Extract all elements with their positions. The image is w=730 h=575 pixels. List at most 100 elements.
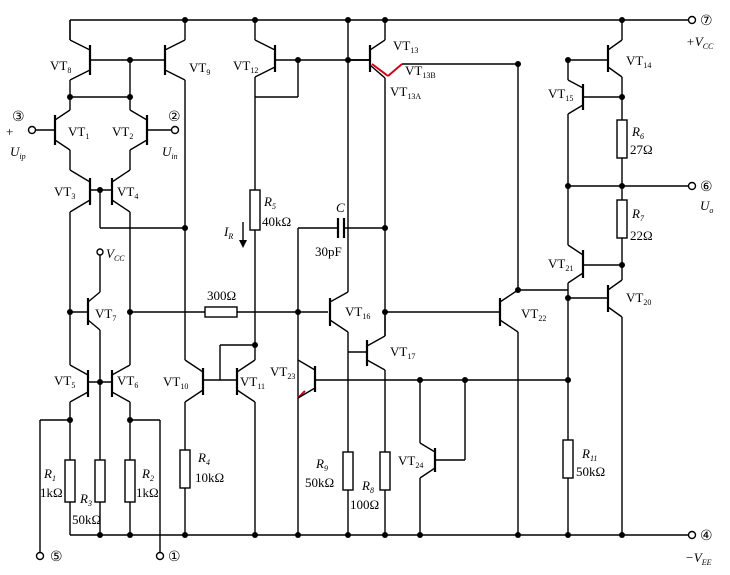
label-capacitor-name: C: [336, 200, 345, 215]
pin-6-label: Uo: [700, 198, 713, 215]
pin-6-number: ⑥: [700, 179, 713, 195]
pin-3-label: Uip: [10, 144, 26, 161]
label-vt2: VT2: [112, 124, 133, 141]
vt13b-collector: [371, 63, 389, 77]
label-vt7: VT7: [95, 306, 116, 323]
transistor-vt11: [235, 359, 256, 403]
label-current-ir: IR: [223, 224, 233, 241]
transistor-vt20: [568, 265, 623, 318]
pin-5-number: ⑤: [50, 549, 63, 565]
resistor-r8: [379, 451, 391, 491]
resistor-r6: [616, 119, 628, 159]
label-r11-value: 50kΩ: [576, 464, 605, 479]
transistor-vt10: [184, 359, 205, 403]
pin-6-terminal[interactable]: [687, 181, 697, 191]
label-r9-value: 50kΩ: [305, 475, 334, 490]
pin-2-label: Uin: [162, 144, 178, 161]
label-vt5: VT5: [54, 373, 75, 390]
transistor-vt1: [35, 97, 71, 151]
transistor-vt24: [419, 380, 465, 479]
pin-7-number: ⑦: [700, 13, 713, 29]
label-r1-name: R1: [43, 466, 56, 483]
label-r9-name: R9: [315, 456, 328, 473]
label-capacitor-value: 30pF: [315, 244, 342, 259]
transistor-vt9: [130, 20, 186, 81]
pin-5-terminal[interactable]: [35, 551, 45, 561]
label-r300-value: 300Ω: [207, 288, 236, 303]
transistor-vt2: [129, 97, 172, 151]
transistor-vt22: [498, 289, 519, 333]
pin-2-number: ②: [168, 109, 181, 125]
transistor-vt15: [567, 60, 622, 115]
label-r4-name: R4: [197, 450, 210, 467]
label-vt4: VT4: [117, 184, 138, 201]
label-vt16: VT16: [345, 304, 370, 321]
transistor-vt12: [254, 20, 370, 78]
resistor-r9: [342, 451, 354, 491]
label-vt12: VT12: [233, 58, 258, 75]
label-r5-name: R5: [263, 194, 276, 211]
label-r2-name: R2: [141, 466, 154, 483]
label-vt14: VT14: [626, 53, 651, 70]
resistor-r1: [64, 459, 76, 503]
transistor-vt6: [110, 364, 131, 403]
label-r7-name: R7: [631, 206, 645, 223]
pin-7-label: +VCC: [686, 34, 714, 51]
pin-4-terminal[interactable]: [687, 530, 697, 540]
label-r1-value: 1kΩ: [40, 485, 63, 500]
label-vt9: VT9: [189, 60, 210, 77]
label-r3-value: 50kΩ: [72, 512, 101, 527]
label-r5-value: 40kΩ: [262, 214, 291, 229]
label-vt23: VT23: [270, 364, 295, 381]
label-vt13: VT13: [393, 38, 418, 55]
pin-4-label: −VEE: [685, 550, 712, 567]
transistor-vt5: [69, 312, 90, 403]
label-vt3: VT3: [54, 184, 75, 201]
transistor-vt23: [297, 359, 317, 399]
label-vt13b: VT13B: [405, 63, 436, 80]
transistor-vt3: [69, 169, 92, 213]
label-vt15: VT15: [548, 86, 573, 103]
pin-3-number: ③: [12, 109, 25, 125]
label-r8-name: R8: [361, 478, 374, 495]
pin-7-terminal[interactable]: [687, 15, 697, 25]
transistor-vt4: [110, 169, 131, 213]
label-vt24: VT24: [398, 453, 423, 470]
label-r8-value: 100Ω: [350, 497, 379, 512]
transistor-vt16: [328, 291, 349, 333]
pin-2-terminal[interactable]: [170, 125, 180, 135]
resistor-r2: [124, 459, 136, 503]
resistor-r3: [94, 459, 106, 503]
resistor-r5: [249, 189, 261, 231]
label-r11-name: R11: [581, 446, 597, 463]
label-r7-value: 22Ω: [630, 228, 653, 243]
label-vcc-local: VCC: [106, 246, 125, 263]
resistor-r11: [562, 439, 574, 479]
pin-3-sign: +: [6, 124, 13, 139]
label-r4-value: 10kΩ: [195, 470, 224, 485]
label-vt8: VT8: [50, 58, 71, 75]
label-vt11: VT11: [240, 374, 265, 391]
pin-1-number: ①: [168, 549, 181, 565]
label-vt17: VT17: [390, 344, 415, 361]
label-vt10: VT10: [163, 374, 188, 391]
label-r3-name: R3: [79, 491, 92, 508]
label-vt6: VT6: [117, 373, 138, 390]
label-r2-value: 1kΩ: [136, 485, 159, 500]
transistor-vt14: [568, 20, 623, 78]
label-vt22: VT22: [521, 306, 546, 323]
label-vt20: VT20: [626, 290, 651, 307]
pin-3-terminal[interactable]: [27, 125, 37, 135]
pin-4-number: ④: [700, 528, 713, 544]
label-r6-name: R6: [631, 124, 644, 141]
pin-1-terminal[interactable]: [155, 551, 165, 561]
resistor-300: [204, 306, 238, 318]
resistor-r7: [616, 199, 628, 239]
label-vt1: VT1: [68, 124, 89, 141]
transistor-vt8: [69, 39, 130, 81]
label-vt21: VT21: [548, 256, 573, 273]
label-vt13a: VT13A: [390, 84, 421, 101]
label-r6-value: 27Ω: [630, 142, 653, 157]
transistor-vt21: [567, 186, 622, 284]
